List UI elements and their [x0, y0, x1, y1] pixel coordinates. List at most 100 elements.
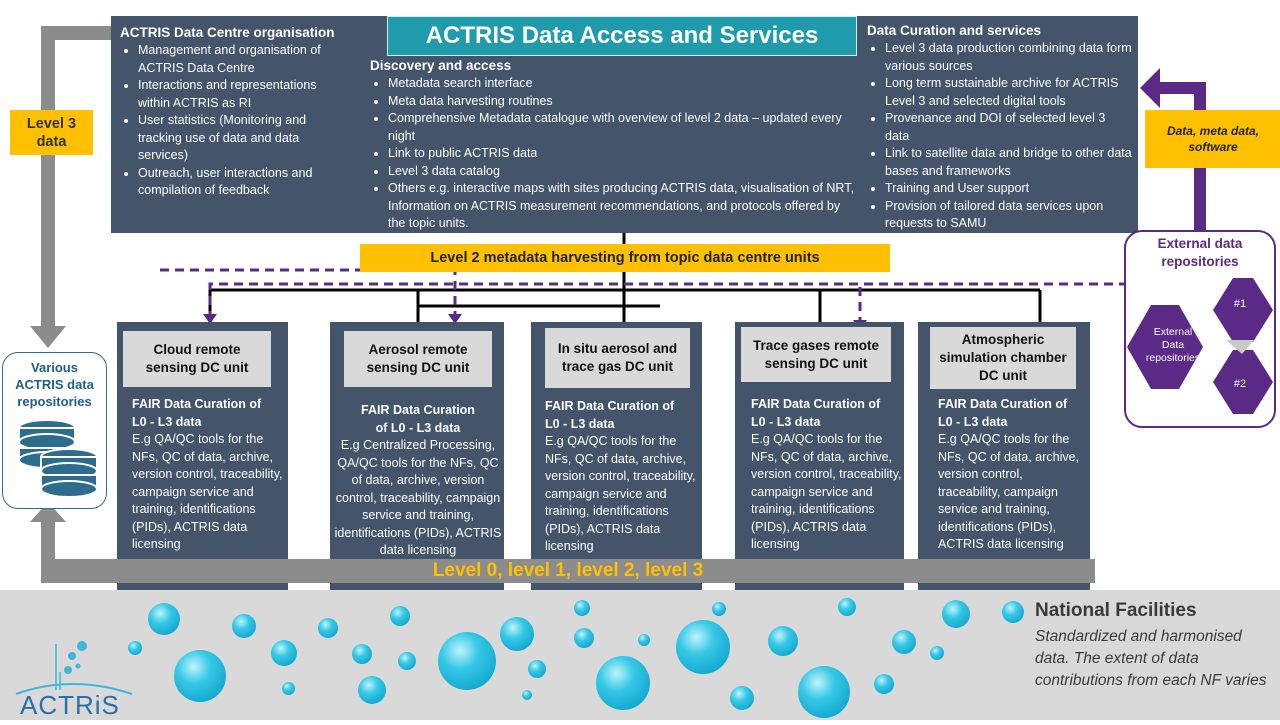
hexagon-1 — [1213, 278, 1273, 342]
organisation-section: ACTRIS Data Centre organisation Manageme… — [120, 24, 345, 200]
organisation-item: User statistics (Monitoring and tracking… — [138, 112, 345, 165]
unit-fair-heading: FAIR Data Curation of L0 - L3 data — [545, 399, 675, 431]
unit-title: Aerosol remote sensing DC unit — [344, 331, 492, 387]
bubble — [500, 617, 534, 651]
unit-cloud-remote: Cloud remote sensing DC unit FAIR Data C… — [117, 322, 288, 590]
bubble — [730, 686, 754, 710]
actris-logo: ACTRiS — [2, 632, 142, 720]
bubble — [798, 666, 850, 718]
external-repositories-title: External data repositories — [1157, 236, 1243, 269]
data-meta-software-label: Data, meta data, software — [1145, 110, 1280, 168]
bubble — [838, 598, 856, 616]
hexagon-1-label: #1 — [1233, 298, 1247, 310]
discovery-item: Comprehensive Metadata catalogue with ov… — [388, 110, 860, 145]
bubble — [574, 628, 594, 648]
unit-title: In situ aerosol and trace gas DC unit — [545, 328, 690, 388]
bubble — [942, 600, 970, 628]
harvest-dashed-lines — [160, 268, 1125, 326]
bubble — [128, 641, 142, 655]
various-repositories-label: Various ACTRIS data repositories — [15, 360, 94, 409]
curation-item: Long term sustainable archive for ACTRIS… — [885, 75, 1133, 110]
discovery-list: Metadata search interface Meta data harv… — [370, 75, 860, 233]
unit-description: E.g Centralized Processing, QA/QC tools … — [334, 438, 502, 557]
organisation-heading: ACTRIS Data Centre organisation — [120, 25, 335, 40]
unit-description: E.g QA/QC tools for the NFs, QC of data,… — [938, 432, 1080, 551]
levels-label: Level 0, level 1, level 2, level 3 — [432, 560, 704, 581]
curation-item: Level 3 data production combining data f… — [885, 40, 1133, 75]
bubble — [528, 660, 546, 678]
curation-item: Link to satellite data and bridge to oth… — [885, 145, 1133, 180]
curation-heading: Data Curation and services — [867, 23, 1042, 38]
page-title: ACTRIS Data Access and Services — [425, 22, 819, 49]
bubble — [522, 690, 532, 700]
hexagon-gap — [1226, 340, 1254, 354]
unit-insitu-aerosol: In situ aerosol and trace gas DC unit FA… — [531, 322, 702, 590]
levels-arrowhead — [30, 502, 66, 522]
discovery-heading: Discovery and access — [370, 58, 512, 73]
bubble — [352, 644, 372, 664]
bubble — [892, 630, 916, 654]
unit-title: Atmospheric simulation chamber DC unit — [930, 327, 1076, 389]
curation-list: Level 3 data production combining data f… — [867, 40, 1133, 233]
organisation-item: Interactions and representations within … — [138, 77, 345, 112]
bubble — [676, 620, 730, 674]
hierarchy-lines — [208, 233, 1042, 322]
bubble — [318, 618, 338, 638]
levels-bar: Level 0, level 1, level 2, level 3 — [41, 559, 1095, 583]
unit-title: Cloud remote sensing DC unit — [123, 331, 271, 387]
bubble — [398, 652, 416, 670]
discovery-item: Link to public ACTRIS data — [388, 145, 860, 163]
bubble — [638, 634, 650, 646]
harvest-arrowhead-1 — [203, 314, 217, 324]
level3-arrowhead — [30, 326, 66, 348]
bubble — [148, 603, 180, 635]
external-repositories-box: External data repositories External Data… — [1124, 230, 1276, 428]
unit-title: Trace gases remote sensing DC unit — [741, 327, 891, 382]
unit-fair-heading: FAIR Data Curation of L0 - L3 data — [132, 397, 262, 429]
harvest-arrowhead-2 — [448, 314, 462, 324]
discovery-section: Discovery and access Metadata search int… — [370, 57, 860, 233]
unit-description: E.g QA/QC tools for the NFs, QC of data,… — [751, 432, 902, 551]
unit-simulation-chamber: Atmospheric simulation chamber DC unit F… — [918, 322, 1090, 590]
bubble — [174, 650, 226, 702]
discovery-item: Metadata search interface — [388, 75, 860, 93]
database-icon — [18, 419, 98, 498]
national-facilities-bullet — [1002, 601, 1024, 623]
bubble — [930, 646, 944, 660]
logo-graphic — [15, 641, 133, 695]
organisation-list: Management and organisation of ACTRIS Da… — [120, 42, 345, 200]
bubble — [271, 640, 297, 666]
unit-fair-heading: FAIR Data Curation of L0 - L3 data — [361, 403, 475, 435]
hexagon-center — [1127, 305, 1203, 389]
unit-fair-heading: FAIR Data Curation of L0 - L3 data — [751, 397, 881, 429]
title-banner: ACTRIS Data Access and Services — [387, 16, 857, 56]
hexagon-2 — [1213, 350, 1273, 414]
unit-aerosol-remote: Aerosol remote sensing DC unit FAIR Data… — [330, 322, 504, 590]
organisation-item: Outreach, user interactions and compilat… — [138, 165, 345, 200]
organisation-item: Management and organisation of ACTRIS Da… — [138, 42, 345, 77]
bubble — [768, 626, 798, 656]
bubble — [390, 606, 410, 626]
bubble — [438, 632, 496, 690]
hexagon-graphic — [1127, 278, 1273, 414]
level2-harvesting-bar: Level 2 metadata harvesting from topic d… — [360, 244, 890, 272]
logo-text: ACTRiS — [20, 690, 120, 720]
bubble — [232, 614, 256, 638]
unit-description: E.g QA/QC tools for the NFs, QC of data,… — [132, 432, 283, 551]
curation-item: Provenance and DOI of selected level 3 d… — [885, 110, 1133, 145]
external-center-label: External Data repositories — [1145, 326, 1201, 364]
hexagon-2-label: #2 — [1233, 378, 1247, 390]
curation-item: Training and User support — [885, 180, 1133, 198]
bubble — [358, 676, 386, 704]
discovery-item: Others e.g. interactive maps with sites … — [388, 180, 860, 233]
curation-item: Provision of tailored data services upon… — [885, 198, 1133, 233]
external-arrow — [1155, 82, 1206, 230]
unit-description: E.g QA/QC tools for the NFs, QC of data,… — [545, 434, 696, 553]
unit-trace-gases-remote: Trace gases remote sensing DC unit FAIR … — [735, 322, 904, 590]
level3-arrow — [41, 26, 111, 330]
various-repositories-box: Various ACTRIS data repositories — [2, 352, 107, 509]
level3-data-label: Level 3 data — [10, 110, 93, 155]
bubble — [596, 656, 650, 710]
national-facilities-text: Standardized and harmonised data. The ex… — [1035, 628, 1267, 689]
